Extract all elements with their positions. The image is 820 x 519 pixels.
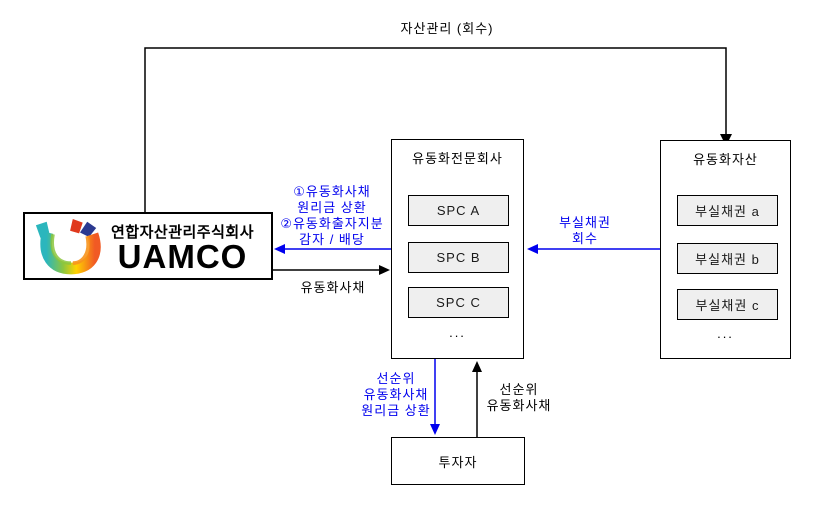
senior-repayment-flow-line xyxy=(430,359,440,435)
arrowhead-down-icon xyxy=(430,424,440,435)
arrowhead-left-icon xyxy=(527,244,538,254)
asset-ellipsis: ... xyxy=(717,326,734,341)
senior-repayment-label-line: 선순위 xyxy=(376,371,416,386)
uamco-wordmark: 연합자산관리주식회사 UAMCO xyxy=(111,221,255,275)
repayment-label: ①유동화사채 원리금 상환 ②유동화출자지분 감자 / 배당 xyxy=(280,184,383,248)
spc-ellipsis: ... xyxy=(449,325,466,340)
repayment-flow-line xyxy=(274,244,391,254)
repayment-label-line: ①유동화사채 xyxy=(293,184,371,199)
arrowhead-left-icon xyxy=(274,244,285,254)
npl-recovery-flow-line xyxy=(527,244,660,254)
investor-box: 투자자 xyxy=(391,437,525,485)
securitized-assets-box: 유동화자산 부실채권 a 부실채권 b 부실채권 c ... xyxy=(660,140,791,359)
arrowhead-right-icon xyxy=(379,265,390,275)
senior-abs-label: 선순위 유동화사채 xyxy=(487,382,552,414)
npl-recovery-label: 부실채권 회수 xyxy=(559,215,611,247)
senior-repayment-label: 선순위 유동화사채 원리금 상환 xyxy=(361,371,430,419)
senior-abs-label-line: 선순위 xyxy=(499,382,539,397)
npl-recovery-label-line: 회수 xyxy=(572,231,598,246)
npl-a-box: 부실채권 a xyxy=(677,195,778,226)
uamco-name: UAMCO xyxy=(117,237,248,275)
spc-company-title: 유동화전문회사 xyxy=(412,151,503,166)
senior-abs-flow-line xyxy=(472,361,482,437)
asset-management-label: 자산관리 (회수) xyxy=(400,21,494,36)
securitized-assets-title: 유동화자산 xyxy=(693,152,758,167)
spc-a-box: SPC A xyxy=(408,195,509,226)
abs-issue-label: 유동화사채 xyxy=(300,280,366,295)
spc-c-box: SPC C xyxy=(408,287,509,318)
spc-b-box: SPC B xyxy=(408,242,509,273)
spc-company-box: 유동화전문회사 SPC A SPC B SPC C ... xyxy=(391,139,524,359)
senior-repayment-label-line: 원리금 상환 xyxy=(361,403,431,418)
abs-issue-flow-line xyxy=(273,265,390,275)
uamco-korean-name: 연합자산관리주식회사 xyxy=(111,223,255,241)
npl-b-box: 부실채권 b xyxy=(677,243,778,274)
uamco-box: 연합자산관리주식회사 UAMCO xyxy=(23,212,273,280)
repayment-label-line: 감자 / 배당 xyxy=(299,232,365,247)
npl-c-box: 부실채권 c xyxy=(677,289,778,320)
senior-repayment-label-line: 유동화사채 xyxy=(363,387,429,402)
senior-abs-label-line: 유동화사채 xyxy=(486,398,552,413)
uamco-logo-icon xyxy=(35,219,101,275)
npl-recovery-label-line: 부실채권 xyxy=(559,215,611,230)
repayment-label-line: ②유동화출자지분 xyxy=(280,216,384,231)
repayment-label-line: 원리금 상환 xyxy=(297,200,367,215)
arrowhead-up-icon xyxy=(472,361,482,372)
